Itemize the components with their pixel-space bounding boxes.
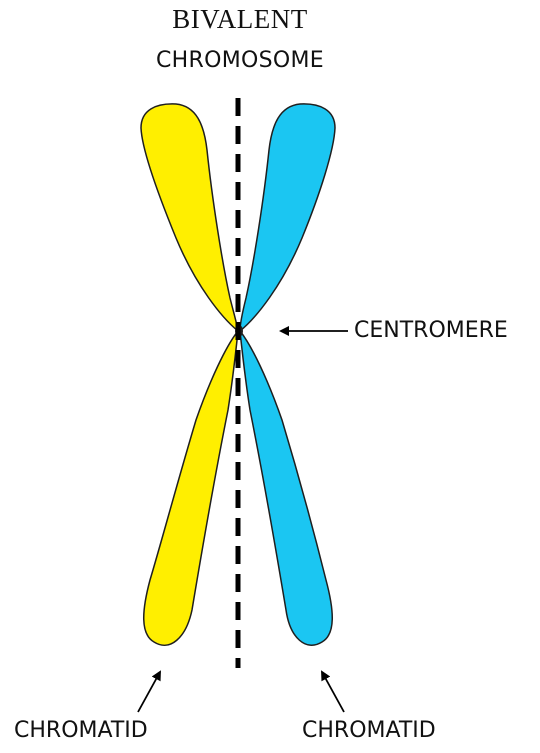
- arrow-up-icon: [322, 672, 344, 712]
- right-chromatid-lower-arm: [240, 331, 332, 645]
- right-chromatid-upper-arm: [240, 104, 335, 331]
- arrow-up-icon: [138, 672, 160, 712]
- centromere-label: CENTROMERE: [354, 318, 508, 343]
- left-chromatid-upper-arm: [141, 104, 238, 331]
- chromatid-label-right: CHROMATID: [302, 718, 436, 743]
- chromatid-label-left: CHROMATID: [14, 718, 148, 743]
- left-chromatid-lower-arm: [144, 331, 238, 645]
